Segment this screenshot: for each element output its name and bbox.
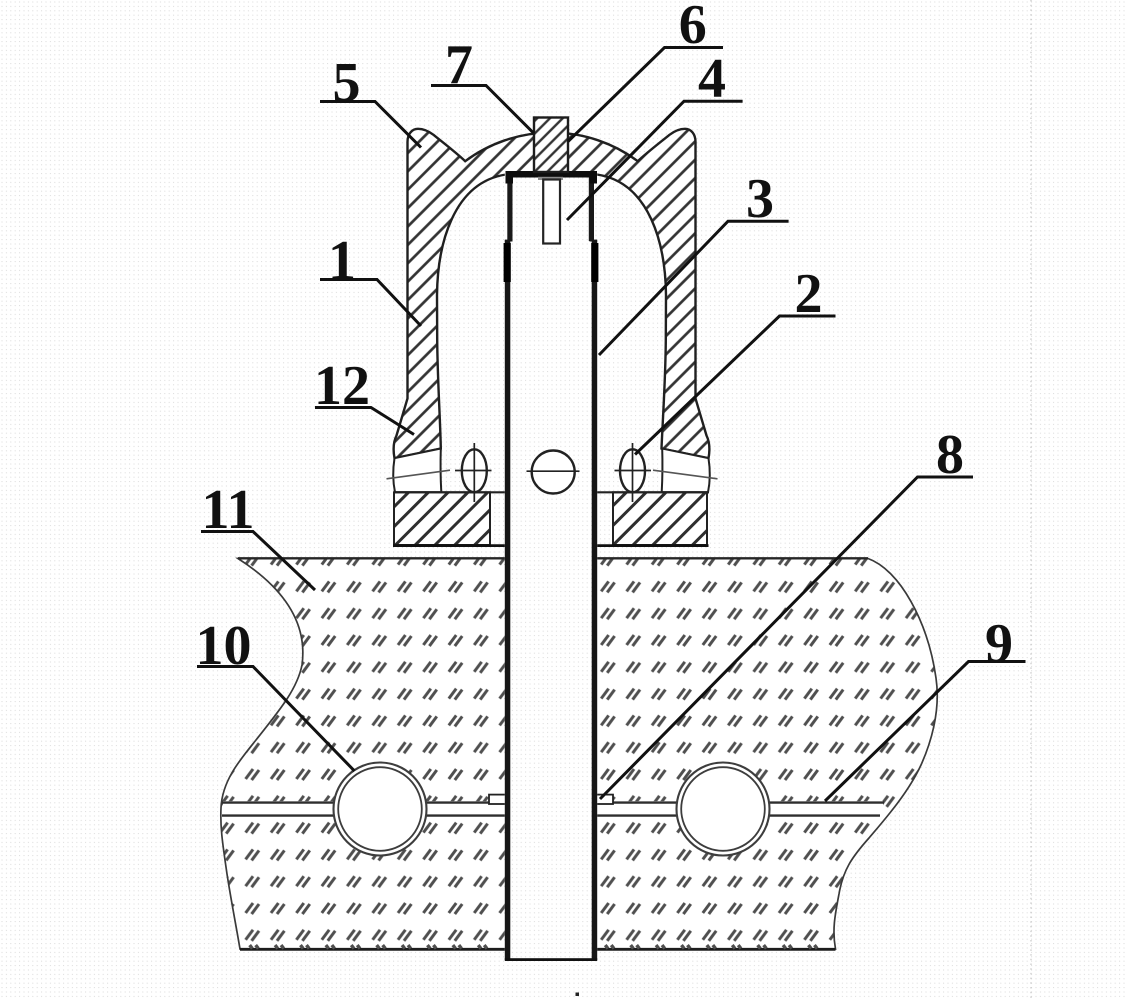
svg-text:6: 6 — [679, 0, 707, 56]
svg-text:2: 2 — [795, 263, 823, 325]
svg-text:3: 3 — [746, 168, 774, 230]
svg-text:11: 11 — [202, 479, 255, 541]
svg-text:8: 8 — [936, 424, 964, 486]
svg-text:12: 12 — [314, 355, 370, 417]
svg-text:4: 4 — [698, 48, 726, 110]
svg-text:5: 5 — [333, 52, 361, 114]
svg-text:7: 7 — [445, 34, 473, 96]
svg-text:9: 9 — [985, 613, 1013, 675]
svg-text:10: 10 — [196, 615, 252, 677]
svg-text:1: 1 — [328, 230, 356, 292]
